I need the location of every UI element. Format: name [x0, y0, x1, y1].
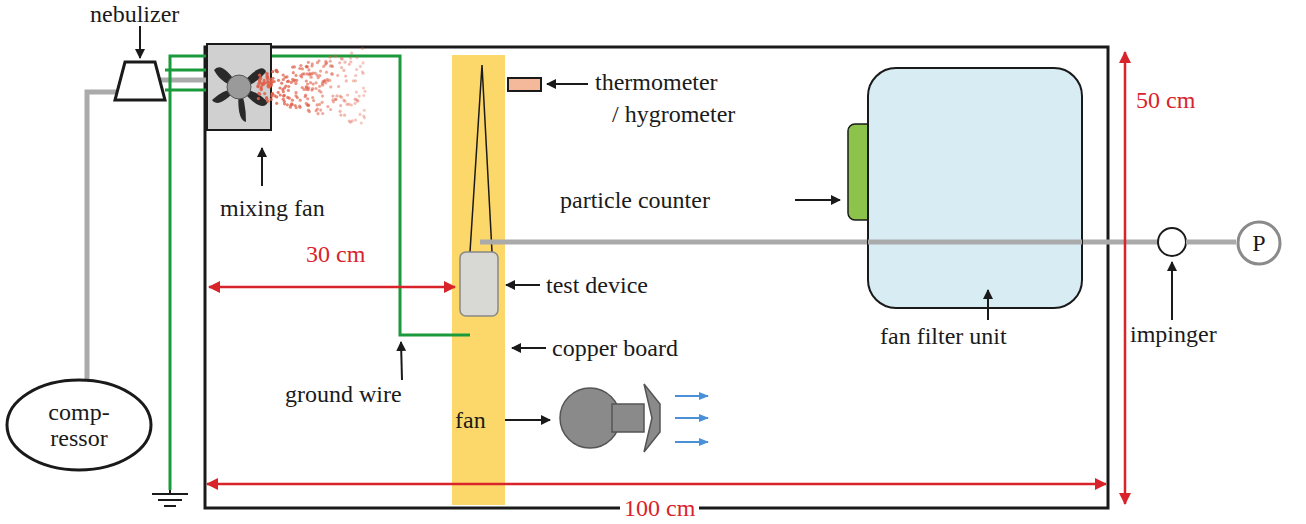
node-text: P: [1252, 230, 1265, 256]
compressor-ellipse: comp- ressor: [5, 378, 153, 472]
part-label: ground wire: [285, 380, 402, 408]
part-label: nebulizer: [90, 0, 179, 28]
part-label: mixing fan: [220, 194, 325, 222]
pump-circle: P: [1236, 220, 1282, 266]
dimension-label: 30 cm: [306, 240, 365, 268]
part-label: test device: [546, 271, 648, 299]
part-label: particle counter: [560, 186, 710, 214]
node-text: comp- ressor: [40, 399, 118, 451]
part-label: copper board: [552, 334, 678, 362]
dimension-label: 50 cm: [1136, 86, 1195, 114]
dimension-label: 100 cm: [620, 494, 699, 522]
part-label: impinger: [1130, 320, 1217, 348]
part-label: fan filter unit: [880, 322, 1007, 350]
part-label: / hygrometer: [612, 100, 735, 128]
part-label: fan: [455, 406, 486, 434]
part-label: thermometer: [595, 68, 718, 96]
